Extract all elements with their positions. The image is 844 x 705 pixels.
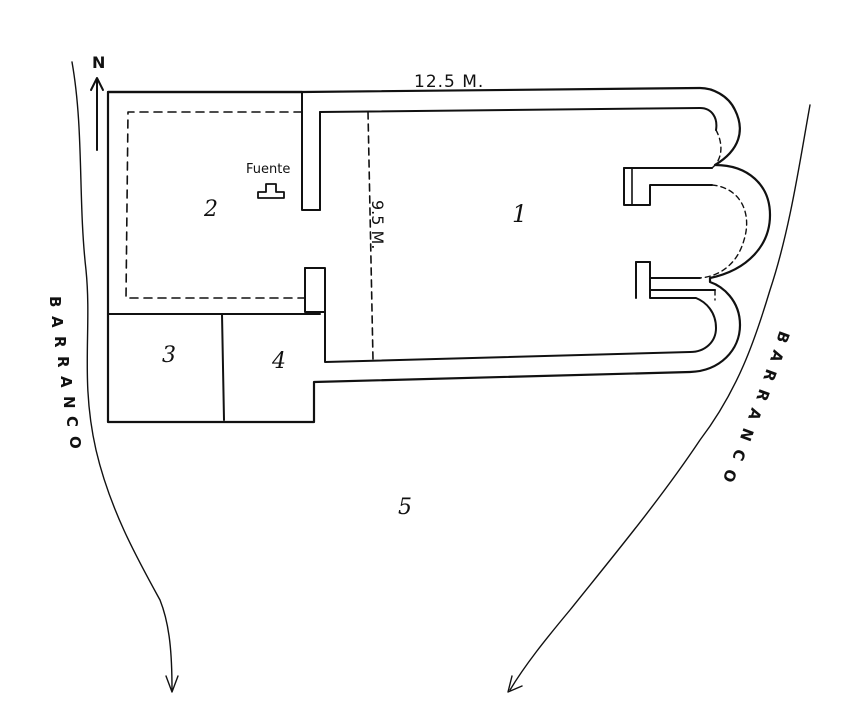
north-label: N xyxy=(92,53,105,72)
svg-text:O: O xyxy=(719,467,740,485)
dimension-width-label: 9.5 M. xyxy=(368,200,387,249)
svg-text:R: R xyxy=(759,367,780,384)
svg-text:B: B xyxy=(46,296,64,307)
fountain-symbol: Fuente xyxy=(246,162,290,199)
fountain-label: Fuente xyxy=(246,162,290,177)
room-4-label: 4 xyxy=(271,349,286,374)
dimension-length-label: 12.5 M. xyxy=(414,72,484,92)
svg-text:A: A xyxy=(744,406,765,423)
svg-text:R: R xyxy=(54,356,72,368)
room-2-label: 2 xyxy=(203,197,218,222)
room-1-label: 1 xyxy=(512,200,527,228)
svg-text:A: A xyxy=(766,348,787,365)
svg-text:R: R xyxy=(51,336,69,348)
svg-text:R: R xyxy=(752,387,773,404)
svg-text:B: B xyxy=(772,329,793,346)
svg-text:C: C xyxy=(63,416,81,427)
room-3-label: 3 xyxy=(162,343,176,368)
left-ravine-line xyxy=(71,61,173,691)
svg-text:A: A xyxy=(48,316,66,328)
room-5-label: 5 xyxy=(398,495,412,520)
right-ravine-arrow xyxy=(507,675,523,693)
right-ravine-line xyxy=(509,104,811,691)
left-ravine-arrow xyxy=(165,675,179,693)
building-walls xyxy=(106,86,772,424)
svg-text:C: C xyxy=(728,447,749,464)
svg-text:N: N xyxy=(60,396,78,409)
svg-text:A: A xyxy=(57,376,75,388)
left-ravine-label: B A R R A N C O xyxy=(46,296,84,449)
north-arrow: N xyxy=(90,53,105,151)
svg-text:O: O xyxy=(66,436,84,449)
svg-text:N: N xyxy=(736,426,757,444)
